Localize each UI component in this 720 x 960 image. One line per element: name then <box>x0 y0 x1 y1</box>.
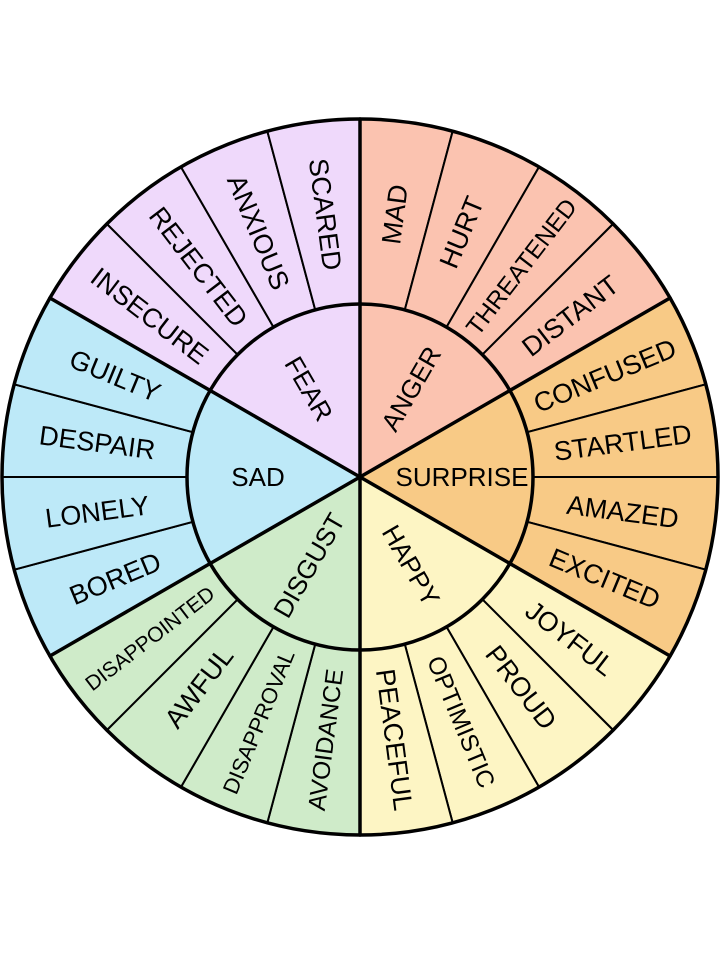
label-surprise: SURPRISE <box>396 462 529 492</box>
wheel-outlines <box>0 117 720 837</box>
label-sad: SAD <box>231 462 284 492</box>
segment-sad <box>1 297 361 657</box>
segment-fear <box>48 118 361 478</box>
